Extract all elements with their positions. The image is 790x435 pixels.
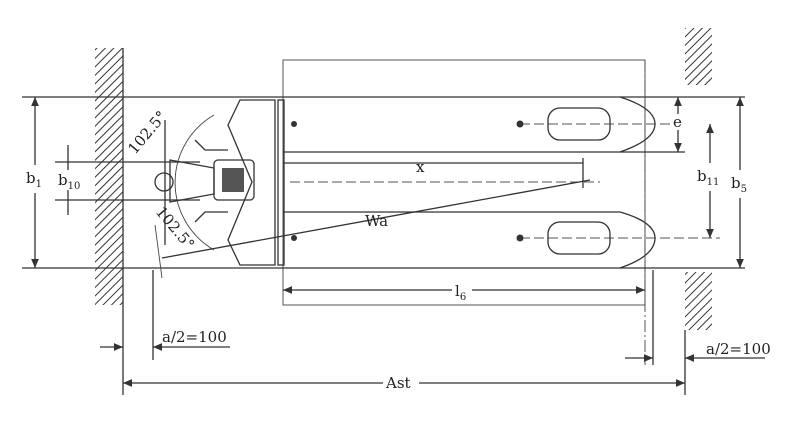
a-half-left-label: a/2=100 [162,328,227,346]
lower-fork [283,211,720,269]
a-half-right-label: a/2=100 [706,340,771,358]
e-label: e [673,113,682,131]
right-wall-top [685,28,712,85]
x-label: x [416,158,425,176]
right-wall-bottom [685,272,712,330]
b10-label: b10 [58,171,80,192]
left-wall [95,48,123,305]
wa-label: Wa [365,212,388,230]
angle-bottom-label: 102.5° [152,203,198,253]
b11-label: b11 [697,167,719,188]
angle-top-label: 102.5° [124,107,170,157]
l6-label: l6 [455,282,466,303]
b1-label: b1 [26,169,42,190]
b5-label: b5 [731,174,747,195]
ast-label: Ast [385,374,411,392]
truck-chassis [154,99,297,279]
upper-fork [283,96,680,153]
wa-dimension [161,179,591,259]
